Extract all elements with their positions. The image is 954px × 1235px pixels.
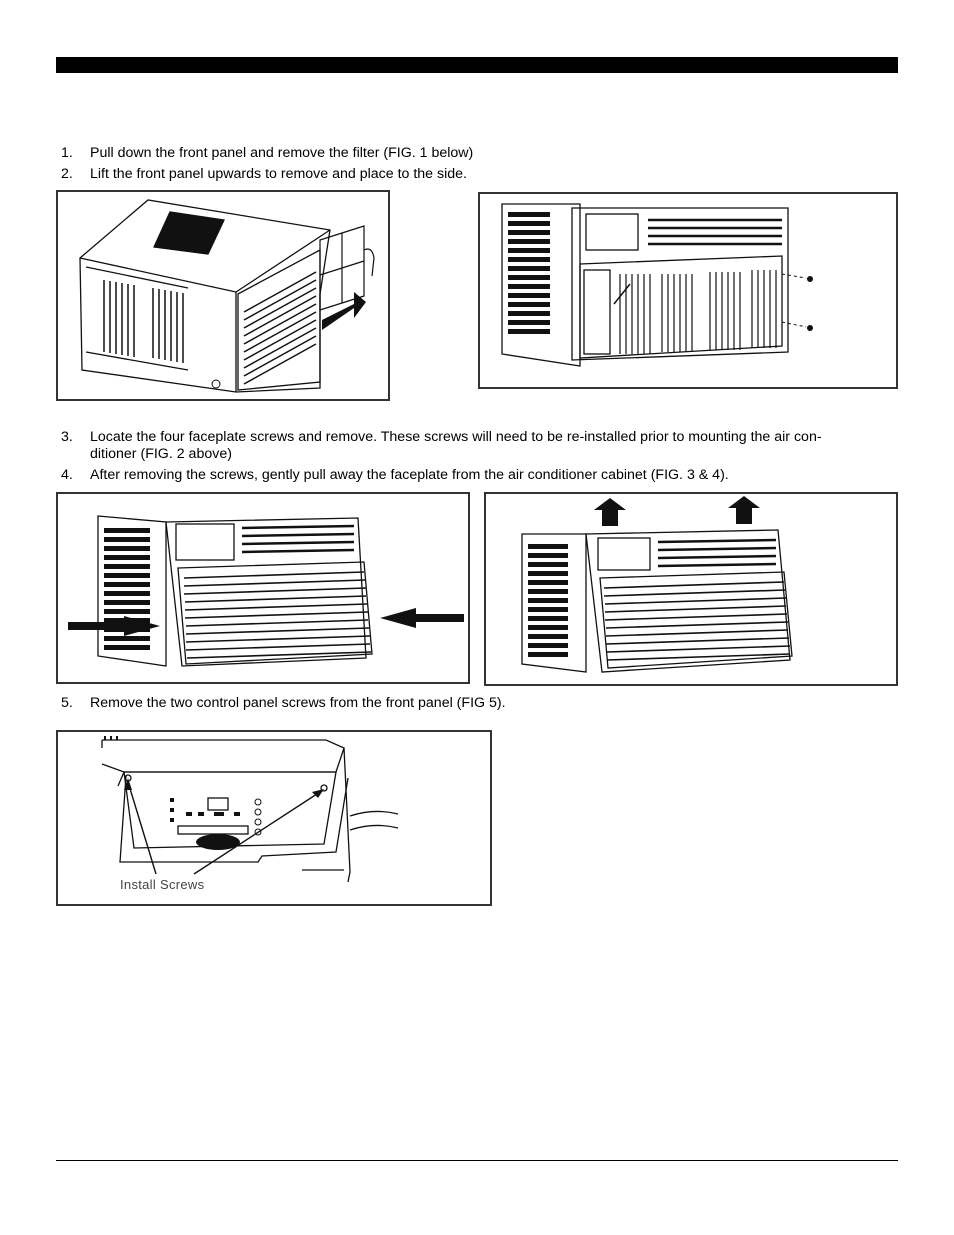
step-number: 4. <box>61 467 73 483</box>
faceplate-screws-illustration <box>501 203 813 367</box>
arrow-right-icon <box>68 616 160 636</box>
air-conditioner-filter-illustration <box>79 199 375 393</box>
step-1: 1. Pull down the front panel and remove … <box>61 145 898 162</box>
step-2: 2. Lift the front panel upwards to remov… <box>61 166 898 183</box>
arrow-up-icon <box>728 496 760 524</box>
step-5: 5. Remove the two control panel screws f… <box>61 695 898 712</box>
control-panel-illustration <box>101 736 399 883</box>
install-screws-label: Install Screws <box>120 877 205 892</box>
figure-3-faceplate-side <box>56 492 470 684</box>
faceplate-lift-illustration <box>521 496 793 673</box>
step-number: 2. <box>61 166 73 182</box>
step-text: Pull down the front panel and remove the… <box>90 145 474 161</box>
figure-5-control-panel-screws: Install Screws <box>56 730 492 906</box>
step-number: 5. <box>61 695 73 711</box>
pointer-arrow-icon <box>312 789 324 798</box>
step-3: 3. Locate the four faceplate screws and … <box>61 429 898 463</box>
figure-4-faceplate-lift <box>484 492 898 686</box>
step-text: Remove the two control panel screws from… <box>90 695 506 711</box>
step-number: 1. <box>61 145 73 161</box>
faceplate-pull-side-illustration <box>68 515 464 667</box>
pointer-arrow-icon <box>124 778 132 790</box>
step-text-line-1: Locate the four faceplate screws and rem… <box>90 429 822 445</box>
step-text-line-2: ditioner (FIG. 2 above) <box>90 446 232 462</box>
step-number: 3. <box>61 429 73 445</box>
figure-2-faceplate-screws <box>478 192 898 389</box>
figure-1-filter-removal <box>56 190 390 401</box>
footer-rule <box>56 1160 898 1161</box>
arrow-left-icon <box>380 608 464 628</box>
step-text: After removing the screws, gently pull a… <box>90 467 729 483</box>
step-text: Lift the front panel upwards to remove a… <box>90 166 467 182</box>
step-4: 4. After removing the screws, gently pul… <box>61 467 898 484</box>
header-bar <box>56 57 898 73</box>
arrow-up-icon <box>594 498 626 526</box>
